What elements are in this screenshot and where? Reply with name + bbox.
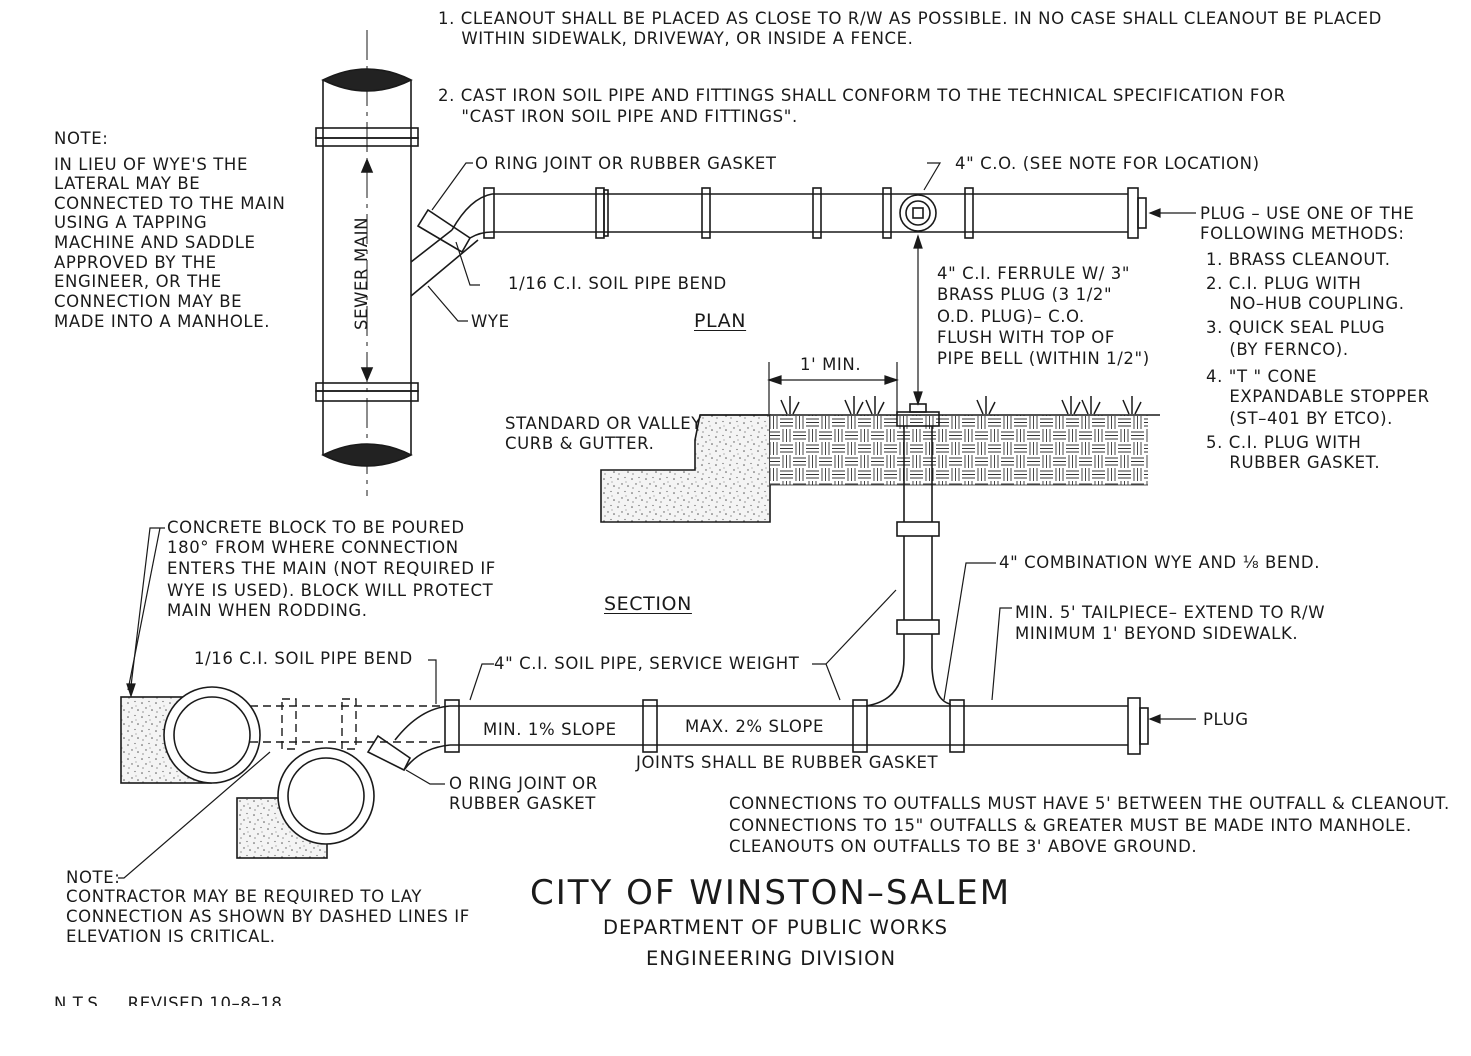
note-left-line: CONNECTED TO THE MAIN [54,194,286,213]
cleanout-riser [865,403,951,707]
o-ring-section-label: O RING JOINT OR [449,774,598,793]
cleanout-label: 4" C.O. (SEE NOTE FOR LOCATION) [955,154,1260,173]
outfall-line: CLEANOUTS ON OUTFALLS TO BE 3' ABOVE GRO… [729,837,1198,856]
plug-heading: PLUG – USE ONE OF THE [1200,204,1415,223]
note-left-line: IN LIEU OF WYE'S THE [54,155,248,174]
concrete-line: CONCRETE BLOCK TO BE POURED [167,518,465,537]
joints-label: JOINTS SHALL BE RUBBER GASKET [636,753,939,772]
min-slope-label: MIN. 1% SLOPE [483,720,617,739]
ferrule-line: FLUSH WITH TOP OF [937,328,1115,347]
note-left-line: ENGINEER, OR THE [54,272,222,291]
note-2: 2. CAST IRON SOIL PIPE AND FITTINGS SHAL… [438,86,1286,105]
note-left-line: USING A TAPPING [54,213,208,232]
revision-footer: N.T.S. REVISED 10–8–18 [54,994,283,1006]
note-left-line: APPROVED BY THE [54,253,217,272]
section-title: SECTION [604,593,692,615]
plug-method: RUBBER GASKET. [1206,453,1381,472]
combo-wye-label: 4" COMBINATION WYE AND ⅛ BEND. [999,553,1321,572]
max-slope-label: MAX. 2% SLOPE [685,717,824,736]
sewer-main-plan [315,30,419,496]
concrete-line: WYE IS USED). BLOCK WILL PROTECT [167,581,494,600]
plug-method: 4. "T " CONE [1206,367,1318,386]
section-lateral [444,697,1149,755]
ferrule-line: 4" C.I. FERRULE W/ 3" [937,264,1131,283]
note-left-line: MADE INTO A MANHOLE. [54,312,271,331]
plug-method: (ST–401 BY ETCO). [1206,409,1394,428]
ferrule-line: BRASS PLUG (3 1/2" [937,285,1113,304]
o-ring-plan-label: O RING JOINT OR RUBBER GASKET [475,154,777,173]
grass-tufts [780,396,1142,415]
dimension-1-min [767,362,899,414]
note-bottom-heading: NOTE: [66,868,121,887]
concrete-line: MAIN WHEN RODDING. [167,601,368,620]
plug-method: 5. C.I. PLUG WITH [1206,433,1362,452]
division-title: ENGINEERING DIVISION [646,947,897,970]
note-bottom-line: ELEVATION IS CRITICAL. [66,927,276,946]
curb-label: CURB & GUTTER. [505,434,655,453]
note-bottom-line: CONNECTION AS SHOWN BY DASHED LINES IF [66,907,470,926]
note-left-line: CONNECTION MAY BE [54,292,243,311]
city-title: CITY OF WINSTON–SALEM [530,873,1012,913]
note-left-line: MACHINE AND SADDLE [54,233,256,252]
dashed-alternate [250,698,445,750]
plan-title: PLAN [694,310,747,332]
tailpiece-label: MIN. 5' TAILPIECE– EXTEND TO R/W [1015,603,1326,622]
concrete-line: ENTERS THE MAIN (NOT REQUIRED IF [167,559,496,578]
note-left-heading: NOTE: [54,129,109,148]
leader-lines [118,162,1196,879]
section-bend-label: 1/16 C.I. SOIL PIPE BEND [194,649,413,668]
plug-heading: FOLLOWING METHODS: [1200,224,1405,243]
plug-method: 1. BRASS CLEANOUT. [1206,250,1391,269]
plug-method: NO–HUB COUPLING. [1206,294,1405,313]
ferrule-line: O.D. PLUG)– C.O. [937,307,1085,326]
o-ring-section-label: RUBBER GASKET [449,794,596,813]
plan-bend-label: 1/16 C.I. SOIL PIPE BEND [508,274,727,293]
tailpiece-label: MINIMUM 1' BEYOND SIDEWALK. [1015,624,1299,643]
note-bottom-line: CONTRACTOR MAY BE REQUIRED TO LAY [66,887,423,906]
plug-method: 3. QUICK SEAL PLUG [1206,318,1386,337]
plan-lateral [483,187,1147,239]
note-2-cont: "CAST IRON SOIL PIPE AND FITTINGS". [438,107,798,126]
plan-wye [410,193,493,297]
sewer-main-label: SEWER MAIN [352,216,371,330]
concrete-line: 180° FROM WHERE CONNECTION [167,538,459,557]
ground-section [600,414,1160,523]
outfall-line: CONNECTIONS TO 15" OUTFALLS & GREATER MU… [729,816,1412,835]
curb-label: STANDARD OR VALLEY [505,414,702,433]
note-1: 1. CLEANOUT SHALL BE PLACED AS CLOSE TO … [438,9,1382,28]
section-main-pipes [120,686,451,859]
department-title: DEPARTMENT OF PUBLIC WORKS [603,916,949,939]
note-left-line: LATERAL MAY BE [54,174,201,193]
plug-method: (BY FERNCO). [1206,340,1349,359]
plug-label: PLUG [1203,710,1249,729]
note-1-cont: WITHIN SIDEWALK, DRIVEWAY, OR INSIDE A F… [438,29,914,48]
soil-pipe-label: 4" C.I. SOIL PIPE, SERVICE WEIGHT [494,654,800,673]
outfall-line: CONNECTIONS TO OUTFALLS MUST HAVE 5' BET… [729,794,1450,813]
plug-method: 2. C.I. PLUG WITH [1206,274,1362,293]
ferrule-line: PIPE BELL (WITHIN 1/2") [937,349,1150,368]
wye-label: WYE [471,312,510,331]
min-dimension-label: 1' MIN. [800,355,862,374]
plug-method: EXPANDABLE STOPPER [1206,387,1430,406]
